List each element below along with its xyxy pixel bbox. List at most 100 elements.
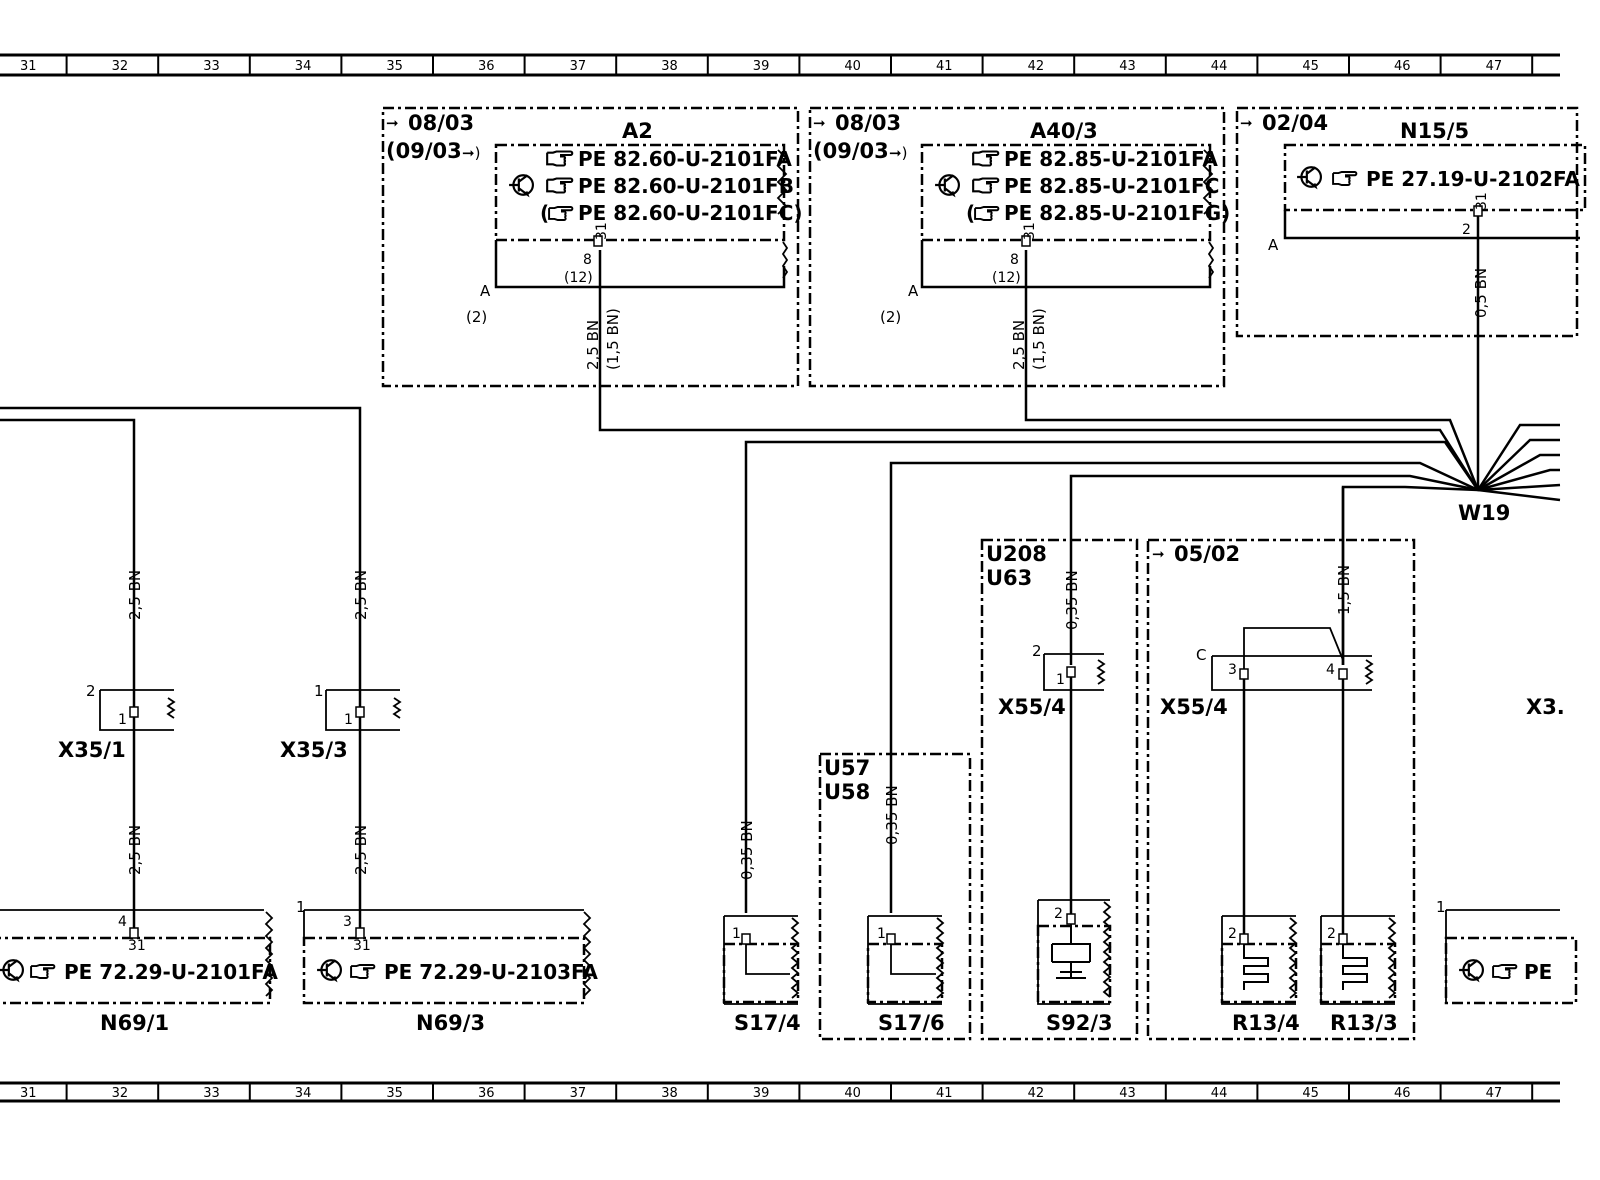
grid-number: 43 [1119,1086,1136,1101]
grid-number: 32 [112,1086,129,1101]
grid-number: 40 [844,59,861,74]
a40-3-pe-2: PE 82.85-U-2101FC [1004,174,1219,198]
x35-3-wire-bottom: 2,5 BN [352,825,370,875]
grid-number: 41 [936,59,953,74]
grid-number: 39 [753,59,770,74]
component-s92-3: U208 U63 0,35 BN 2 1 X55/4 2 S92/3 [980,538,1139,1041]
s92-3-conn-pin-inner: 1 [1056,672,1065,688]
n15-5-label: N15/5 [1400,119,1469,143]
s17-6-pin: 1 [877,926,886,942]
a2-pin-a: A [480,282,491,300]
n15-5-pe: PE 27.19-U-2102FA [1366,167,1580,191]
grid-number: 42 [1028,1086,1045,1101]
a2-pin-12: (12) [564,270,593,286]
x35-1-pin-inner: 1 [118,712,127,728]
a2-gnd: 31 [594,222,610,240]
r13-3-label: R13/3 [1330,1011,1398,1035]
pointing-hand-icon [30,963,56,980]
transistor-icon [508,174,534,196]
grid-number: 46 [1394,1086,1411,1101]
a2-pe-2: PE 82.60-U-2101FB [578,174,794,198]
x3-pe: PE [1524,960,1552,984]
a2-ref-top: 08/03 [408,111,474,135]
x3-label: X3. [1526,695,1565,719]
open-paren: ( [966,201,975,225]
a40-3-label: A40/3 [1030,119,1098,143]
grid-number: 40 [844,1086,861,1101]
a40-3-pin-12: (12) [992,270,1021,286]
s17-6-variant-1: U57 [824,756,870,780]
a2-pin-8: 8 [583,252,592,268]
component-x35-1: 2,5 BN 2 1 X35/1 2,5 BN [58,570,176,935]
n15-5-wire: 0,5 BN [1472,268,1490,318]
grid-number: 38 [661,1086,678,1101]
n69-3-pe: PE 72.29-U-2103FA [384,960,598,984]
x3-pin: 1 [1436,898,1446,916]
grid-number: 33 [203,1086,220,1101]
component-s17-6: U57 U58 0,35 BN 1 S17/6 [818,752,972,1041]
s92-3-label: S92/3 [1046,1011,1113,1035]
r13-pin-3: 3 [1228,662,1237,678]
a40-3-pe-3: PE 82.85-U-2101FG) [1004,201,1230,225]
a2-pe-1: PE 82.60-U-2101FA [578,147,792,171]
a40-3-pin-8: 8 [1010,252,1019,268]
a40-3-gnd: 31 [1022,222,1038,240]
a2-pin-a-alt: (2) [466,308,487,326]
grid-number: 44 [1211,1086,1228,1101]
a2-wire-alt: (1,5 BN) [604,308,622,370]
ref-arrow: ➞) [889,144,907,162]
a40-3-ref-alt: (09/03 [813,139,889,163]
pointing-hand-icon [1332,170,1358,187]
n15-5-ref-top: 02/04 [1262,111,1328,135]
grid-number: 31 [20,59,37,74]
transistor-icon [316,959,342,981]
x35-1-wire-top: 2,5 BN [126,570,144,620]
r13-3-pin: 2 [1327,926,1336,942]
grid-number: 41 [936,1086,953,1101]
n15-5-gnd: 31 [1474,192,1490,210]
x35-1-wire-bottom: 2,5 BN [126,825,144,875]
grid-number: 36 [478,59,495,74]
x35-3-pin-outer: 1 [314,682,324,700]
a40-3-wire-alt: (1,5 BN) [1030,308,1048,370]
a2-wire: 2,5 BN [584,320,602,370]
n69-1-pin: 4 [118,914,127,930]
pointing-hand-icon [350,963,376,980]
n69-1-gnd: 31 [128,938,146,954]
transistor-icon [1458,959,1484,981]
x35-1-label: X35/1 [58,738,126,762]
grid-number: 36 [478,1086,495,1101]
s17-6-label: S17/6 [878,1011,945,1035]
grid-number: 35 [386,1086,403,1101]
heater-icon [1342,944,1368,990]
n69-3-pin-outer: 1 [296,898,306,916]
a2-ref-alt: (09/03 [386,139,462,163]
harness-wires: W19 [598,216,1561,913]
a40-3-wire: 2,5 BN [1010,320,1028,370]
ref-arrow: ➞) [462,144,480,162]
a40-3-pe-1: PE 82.85-U-2101FA [1004,147,1218,171]
pointing-hand-icon [972,150,1000,167]
r13-pin-c: C [1196,646,1206,664]
grid-number: 47 [1486,1086,1503,1101]
r13-4-pin: 2 [1228,926,1237,942]
s92-3-connector: X55/4 [998,695,1066,719]
r13-pin-4: 4 [1326,662,1335,678]
r13-connector: X55/4 [1160,695,1228,719]
pointing-hand-icon [548,205,574,222]
grid-number: 32 [112,59,129,74]
component-x3: X3. 1 PE [1436,695,1578,1005]
heater-icon [1243,944,1269,990]
r13-ref: 05/02 [1174,542,1240,566]
x35-3-label: X35/3 [280,738,348,762]
x35-1-pin-outer: 2 [86,682,96,700]
s92-3-wire: 0,35 BN [1063,570,1081,630]
a40-3-pin-a: A [908,282,919,300]
ref-arrow: ➞ [813,114,826,132]
n69-1-pe: PE 72.29-U-2101FA [64,960,278,984]
component-a40-3: ➞ 08/03 (09/03 ➞) A40/3 ( PE 82.85-U-210… [808,106,1230,388]
a2-label: A2 [622,119,653,143]
s17-6-wire: 0,35 BN [883,785,901,845]
n69-3-gnd: 31 [353,938,371,954]
